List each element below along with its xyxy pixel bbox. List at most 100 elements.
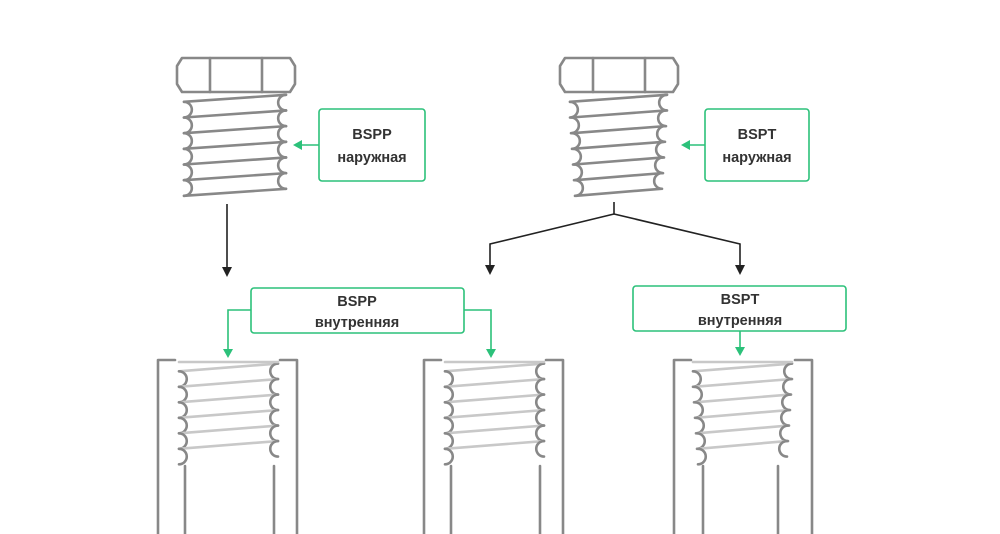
thread-flank-left [177, 385, 188, 404]
thread-flank-right [781, 393, 792, 412]
thread-flank-right [269, 377, 280, 396]
hex-head [175, 56, 297, 94]
thread-flank-left [695, 432, 706, 451]
bspt-female-label: BSPT внутренняя [632, 285, 847, 356]
thread-crest [443, 393, 546, 404]
bspp-male-label: BSPP наружная [293, 108, 426, 182]
bspp-female-fitting-1 [156, 358, 299, 534]
thread-crest [574, 187, 663, 198]
thread-flank-left [443, 447, 454, 466]
thread-crest [693, 393, 792, 404]
thread-crest [177, 439, 280, 451]
label-line-2: внутренняя [698, 313, 782, 329]
thread-flank-left [177, 370, 188, 389]
thread-crest [568, 93, 669, 104]
bspp-female-fitting-2 [422, 358, 565, 534]
thread-crest [177, 393, 280, 404]
compatibility-arrow-bspp [222, 204, 232, 277]
body-wall [156, 358, 177, 534]
thread-flank-left [696, 447, 707, 466]
body-wall [544, 358, 565, 534]
thread-flank-left [182, 147, 194, 166]
label-line-2: наружная [337, 150, 406, 166]
thread-flank-right [535, 362, 546, 381]
thread-flank-left [571, 147, 583, 166]
pointer-arrowhead [223, 349, 233, 358]
thread-crest [692, 377, 793, 389]
pointer-arrowhead [681, 140, 690, 150]
thread-crest [177, 424, 280, 435]
label-line-1: BSPP [352, 127, 392, 143]
thread-crest [443, 408, 546, 420]
body-wall [422, 358, 443, 534]
thread-flank-left [570, 131, 581, 151]
thread-crest [443, 362, 546, 373]
thread-flank-left [443, 385, 454, 404]
thread-crest [182, 187, 288, 198]
thread-flank-right [780, 408, 791, 427]
thread-flank-right [779, 424, 790, 443]
thread-flank-right [535, 439, 546, 458]
thread-flank-right [654, 140, 666, 159]
thread-crest [572, 156, 665, 166]
compatibility-arrow-bspt [485, 202, 745, 275]
female-thread [443, 360, 546, 466]
thread-crest [182, 156, 288, 166]
thread-crest [443, 377, 546, 389]
thread-crest [571, 140, 666, 151]
body-wall [278, 358, 299, 534]
thread-flank-right [276, 93, 288, 112]
thread-flank-right [778, 439, 789, 458]
thread-crest [695, 424, 790, 435]
thread-flank-left [182, 131, 193, 151]
thread-flank-right [653, 171, 664, 191]
thread-flank-left [443, 401, 454, 420]
thread-crest [182, 109, 288, 119]
thread-flank-right [276, 109, 288, 128]
thread-flank-right [276, 156, 288, 175]
label-line-1: BSPP [337, 294, 377, 310]
thread-crest [177, 408, 280, 420]
thread-flank-left [568, 100, 580, 119]
thread-flank-left [692, 385, 703, 404]
thread-flank-right [657, 93, 669, 112]
pointer-line [464, 309, 492, 350]
label-line-2: наружная [722, 150, 791, 166]
thread-crest [182, 93, 288, 104]
body-wall [672, 358, 693, 534]
thread-flank-left [182, 178, 193, 198]
thread-crest [443, 424, 546, 435]
thread-crest [177, 377, 280, 389]
thread-flank-right [535, 424, 546, 443]
bspp-female-label: BSPP внутренняя [223, 287, 496, 358]
thread-flank-right [269, 408, 280, 427]
thread-flank-right [269, 362, 280, 381]
thread-flank-left [182, 116, 194, 135]
thread-crest [182, 171, 288, 182]
thread-crest [569, 109, 668, 119]
thread-flank-right [656, 109, 668, 128]
thread-flank-right [653, 156, 665, 175]
thread-crest [691, 362, 794, 373]
thread-crest [694, 408, 791, 420]
thread-flank-right [277, 171, 288, 191]
thread-flank-left [694, 416, 705, 435]
thread-flank-left [443, 432, 454, 451]
thread-crest [182, 140, 288, 151]
female-thread [691, 360, 794, 466]
thread-flank-right [535, 408, 546, 427]
thread-flank-left [177, 447, 188, 466]
pointer-arrowhead [293, 140, 302, 150]
thread-flank-right [783, 362, 794, 381]
thread-flank-left [177, 401, 188, 420]
bspt-female-fitting [672, 358, 814, 534]
male-thread [568, 93, 669, 198]
label-line-2: внутренняя [315, 315, 399, 331]
thread-crest [177, 362, 280, 373]
thread-flank-left [572, 163, 584, 182]
thread-flank-right [535, 393, 546, 412]
thread-crest [182, 124, 288, 135]
thread-flank-right [656, 124, 667, 144]
thread-flank-left [177, 432, 188, 451]
